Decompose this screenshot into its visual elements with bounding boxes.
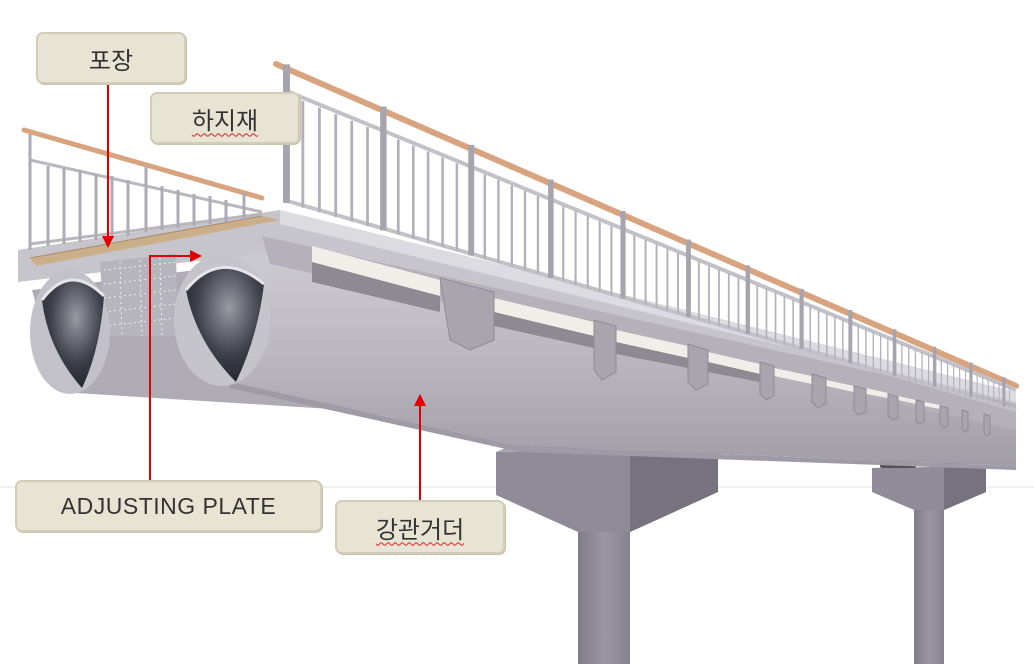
rail-post (468, 144, 475, 256)
label-steel-pipe-girder-text: 강관거더 (375, 515, 465, 544)
deck-bays (312, 246, 940, 409)
rail-post (745, 265, 751, 334)
pipe-end-right (174, 254, 270, 386)
label-adjusting-plate-text: ADJUSTING PLATE (60, 492, 277, 519)
rail-post (1002, 376, 1006, 407)
handrail-right (273, 61, 1019, 412)
rail-post (892, 329, 897, 376)
label-substructure: 하지재 (150, 92, 300, 144)
label-pavement-text: 포장 (88, 46, 134, 75)
pier-far (872, 466, 986, 664)
rail-post (548, 179, 554, 278)
pipe-end-left (30, 270, 110, 394)
rail-post (620, 210, 626, 299)
label-substructure-text: 하지재 (191, 106, 259, 135)
timber-deck (29, 215, 280, 266)
annotation-arrows (102, 82, 426, 500)
handrail-left (21, 127, 265, 250)
deck-brackets (439, 277, 991, 437)
adjusting-plate-mesh (100, 254, 178, 337)
arrow-adjusting-plate (149, 250, 202, 480)
pier-near (496, 440, 718, 664)
rail-post (969, 362, 973, 398)
rail-post (380, 106, 387, 231)
label-adjusting-plate: ADJUSTING PLATE (15, 480, 322, 532)
rail-post (799, 288, 804, 350)
rail-post (932, 346, 937, 388)
rail-post (686, 239, 691, 318)
label-steel-pipe-girder: 강관거더 (335, 500, 505, 554)
rail-post (848, 310, 853, 364)
label-pavement: 포장 (36, 32, 186, 84)
